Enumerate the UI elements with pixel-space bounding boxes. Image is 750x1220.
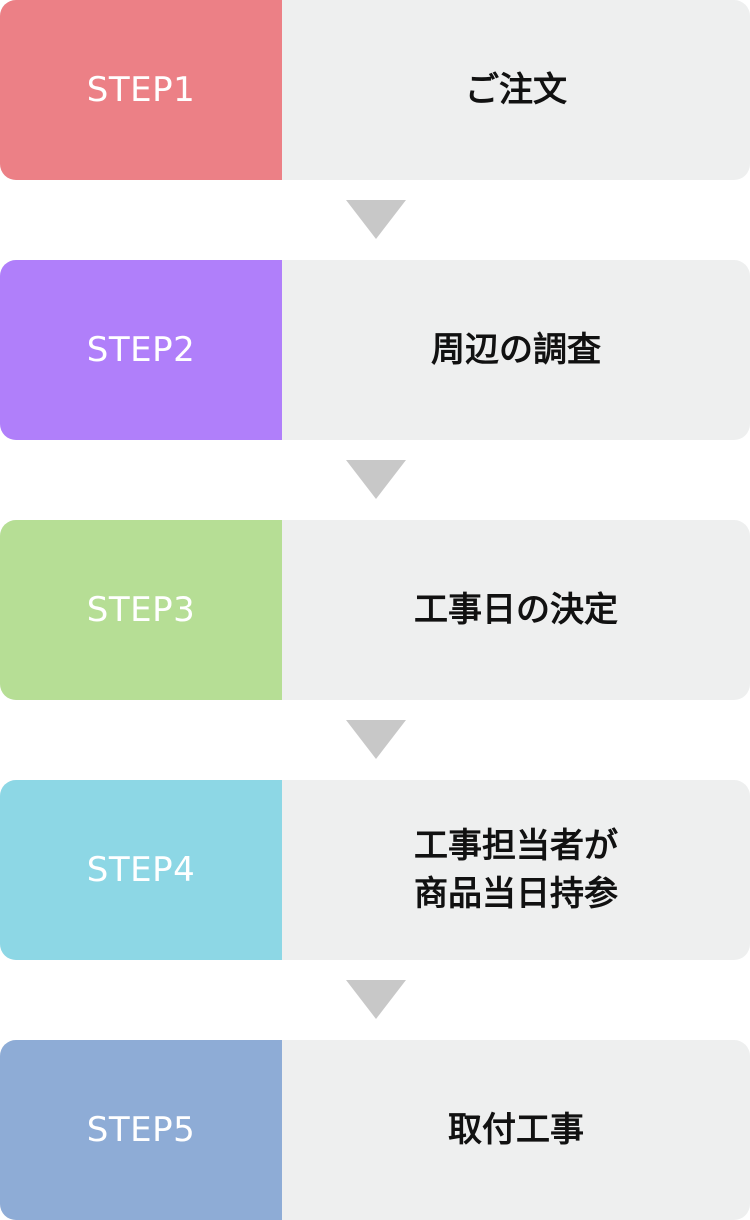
step-label-5: STEP5 (0, 1040, 282, 1220)
triangle-down-icon (346, 980, 406, 1019)
step-description-2: 周辺の調査 (282, 260, 750, 440)
step-description-line: 工事日の決定 (414, 589, 618, 630)
triangle-down-icon (346, 720, 406, 759)
step-card-3: STEP3 工事日の決定 (0, 520, 750, 700)
step-card-2: STEP2 周辺の調査 (0, 260, 750, 440)
step-description-line: 商品当日持参 (414, 874, 618, 914)
step-card-5: STEP5 取付工事 (0, 1040, 750, 1220)
step-description-4: 工事担当者が 商品当日持参 (282, 780, 750, 960)
step-label-4: STEP4 (0, 780, 282, 960)
triangle-down-icon (346, 460, 406, 499)
step-label-3: STEP3 (0, 520, 282, 700)
step-description-5: 取付工事 (282, 1040, 750, 1220)
step-description-line: ご注文 (465, 69, 567, 110)
step-description-1: ご注文 (282, 0, 750, 180)
triangle-down-icon (346, 200, 406, 239)
step-card-4: STEP4 工事担当者が 商品当日持参 (0, 780, 750, 960)
step-description-line: 工事担当者が (414, 825, 618, 866)
step-card-1: STEP1 ご注文 (0, 0, 750, 180)
step-label-1: STEP1 (0, 0, 282, 180)
step-description-line: 周辺の調査 (431, 329, 601, 370)
step-label-2: STEP2 (0, 260, 282, 440)
step-description-line: 取付工事 (448, 1109, 584, 1150)
step-description-3: 工事日の決定 (282, 520, 750, 700)
